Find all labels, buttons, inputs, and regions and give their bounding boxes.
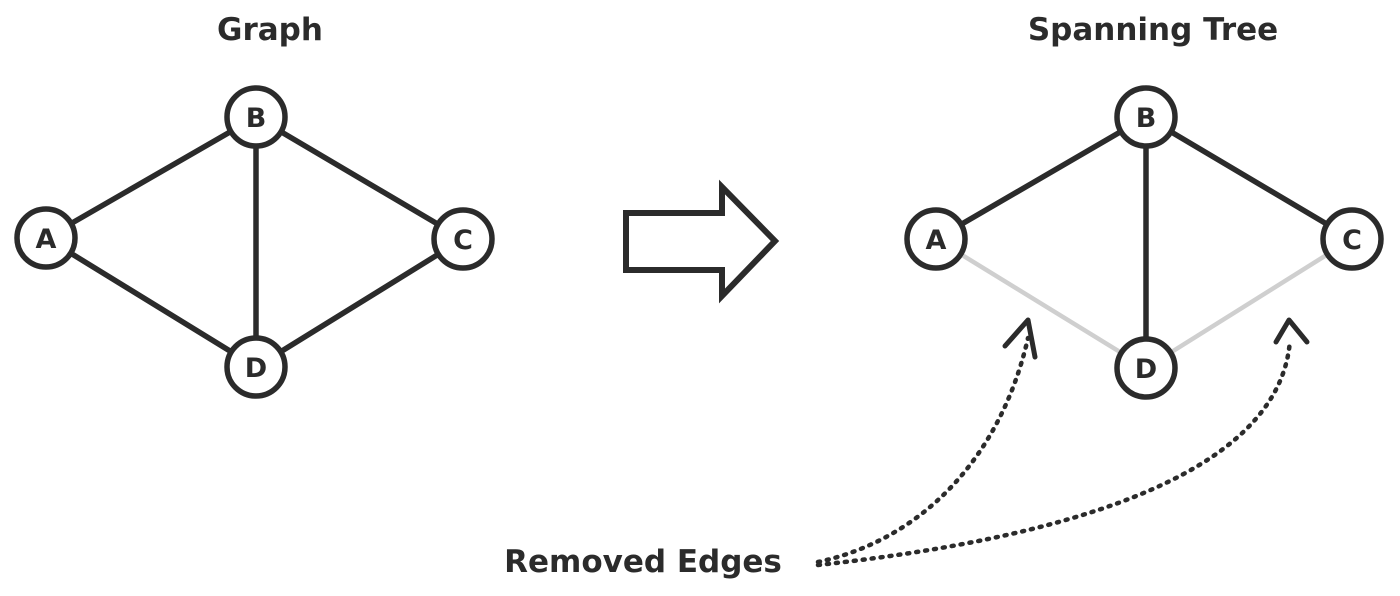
spanning-tree-nodes: A B C D — [904, 85, 1384, 400]
spanning-tree-node-label: A — [926, 225, 947, 256]
graph-node-circle — [224, 335, 288, 399]
graph-node-d: D — [224, 335, 288, 399]
graph-node-label: A — [36, 224, 57, 255]
spanning-tree-node-label: C — [1342, 225, 1362, 256]
spanning-tree-edge-ad-removed — [933, 236, 1149, 371]
spanning-tree-node-b: B — [1114, 85, 1178, 149]
spanning-tree-node-circle — [1114, 336, 1178, 400]
graph-node-b: B — [224, 85, 288, 149]
spanning-tree-node-c: C — [1320, 207, 1384, 271]
spanning-tree-node-circle — [1320, 207, 1384, 271]
graph-title: Graph — [217, 12, 323, 48]
graph-node-a: A — [14, 206, 78, 270]
graph-node-circle — [14, 206, 78, 270]
spanning-tree-node-label: B — [1136, 103, 1157, 134]
graph-node-circle — [431, 207, 495, 271]
spanning-tree-title: Spanning Tree — [1028, 12, 1278, 48]
graph-node-label: D — [245, 353, 267, 384]
pointer-to-removed-edge-dc — [815, 337, 1293, 568]
spanning-tree-node-d: D — [1114, 336, 1178, 400]
graph-nodes: A B C D — [14, 85, 495, 399]
graph-edge-dc — [253, 236, 466, 370]
graph: A B C D — [14, 85, 495, 399]
pointer-head-ad — [1002, 317, 1038, 360]
spanning-tree-edge-ab — [933, 114, 1149, 242]
spanning-tree: A B C D — [904, 85, 1384, 400]
graph-edges — [43, 114, 466, 370]
graph-edge-ab — [43, 114, 259, 241]
graph-node-label: B — [246, 103, 267, 134]
spanning-tree-edges — [933, 114, 1355, 371]
spanning-tree-edge-dc-removed — [1143, 236, 1355, 371]
removed-edges-caption: Removed Edges — [504, 544, 782, 580]
graph-edge-ad — [43, 235, 259, 370]
spanning-tree-node-circle — [904, 207, 968, 271]
right-arrow-icon — [623, 179, 780, 304]
graph-node-c: C — [431, 207, 495, 271]
graph-node-label: C — [453, 225, 473, 256]
pointer-to-removed-edge-ad — [815, 335, 1031, 565]
spanning-tree-node-circle — [1114, 85, 1178, 149]
graph-node-circle — [224, 85, 288, 149]
spanning-tree-node-label: D — [1135, 354, 1157, 385]
spanning-tree-node-a: A — [904, 207, 968, 271]
removed-edges-pointers — [815, 317, 1310, 568]
spanning-tree-edge-bc — [1143, 114, 1355, 242]
pointer-head-dc — [1273, 317, 1310, 345]
graph-edge-bc — [253, 114, 466, 242]
